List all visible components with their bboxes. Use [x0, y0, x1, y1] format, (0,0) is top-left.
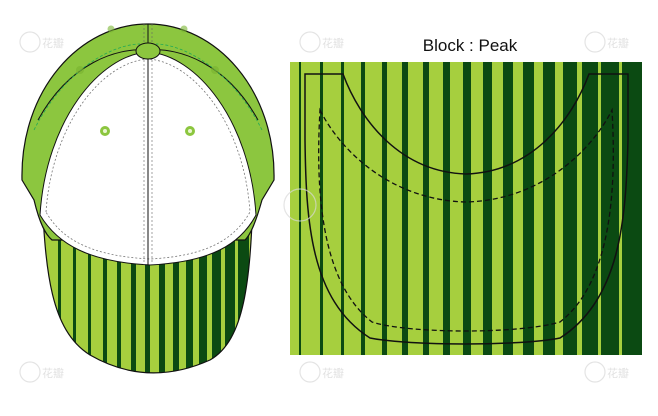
watermark-marks — [19, 31, 606, 383]
eyelet-icons — [76, 25, 219, 136]
watermark-text: 花瓣 — [42, 38, 64, 50]
watermark-text: 花瓣 — [322, 38, 344, 50]
watermark-text: 花瓣 — [42, 368, 64, 380]
peak-block-diagram — [290, 62, 642, 355]
block-title: Block : Peak — [422, 36, 518, 55]
watermark-text: 花瓣 — [607, 38, 629, 50]
watermark-text: 花瓣 — [322, 368, 344, 380]
watermark-text: 花瓣 — [607, 368, 629, 380]
cap-diagram — [21, 23, 275, 374]
